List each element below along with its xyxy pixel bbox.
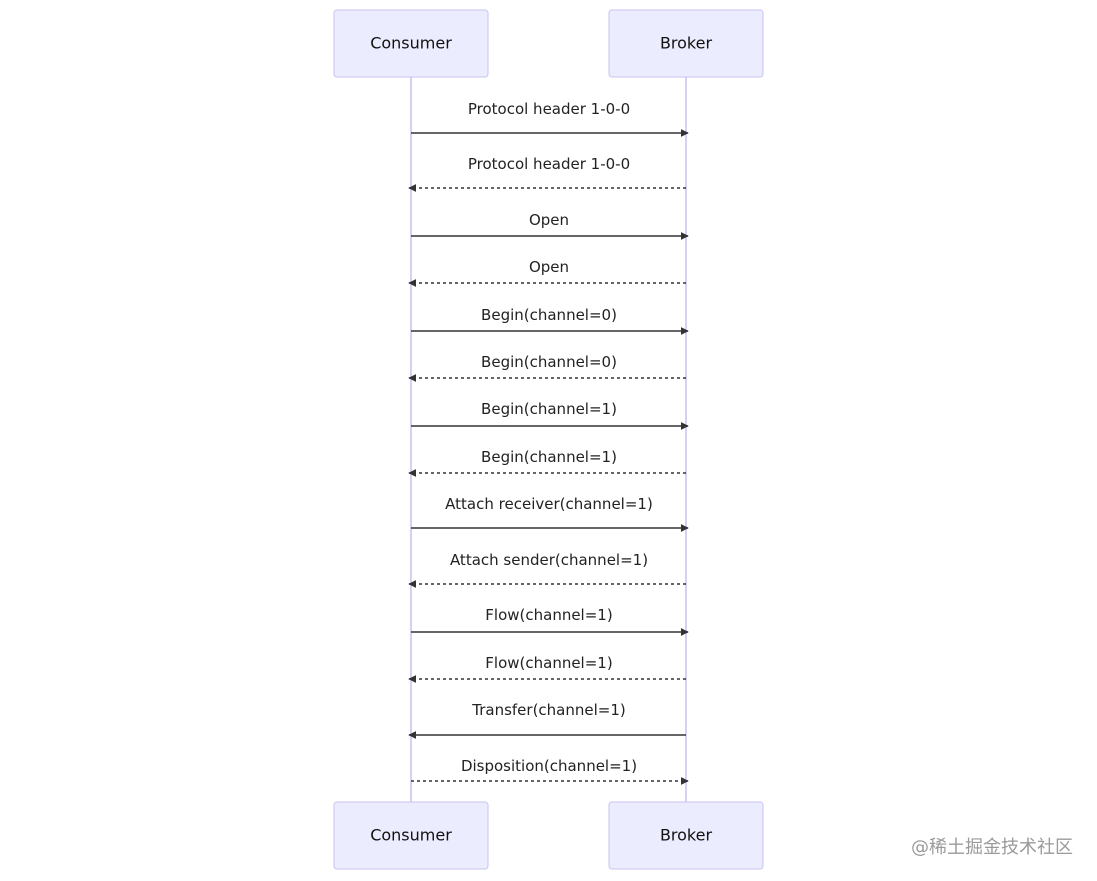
message-label: Flow(channel=1)	[485, 654, 612, 672]
message-label: Open	[529, 211, 569, 229]
consumer-actor-top: Consumer	[333, 9, 489, 78]
message-label: Attach receiver(channel=1)	[445, 495, 653, 513]
message-label: Attach sender(channel=1)	[450, 551, 648, 569]
broker-actor-top-label: Broker	[660, 34, 713, 53]
message-9: Attach receiver(channel=1)	[411, 495, 689, 532]
message-label: Begin(channel=0)	[481, 306, 617, 324]
message-14: Disposition(channel=1)	[411, 757, 689, 785]
message-label: Begin(channel=1)	[481, 448, 617, 466]
message-label: Flow(channel=1)	[485, 606, 612, 624]
message-7: Begin(channel=1)	[411, 400, 689, 430]
broker-actor-bottom-label: Broker	[660, 826, 713, 845]
message-3: Open	[411, 211, 689, 240]
message-1: Protocol header 1-0-0	[411, 100, 689, 137]
message-label: Disposition(channel=1)	[461, 757, 637, 775]
message-label: Begin(channel=1)	[481, 400, 617, 418]
message-label: Transfer(channel=1)	[471, 701, 626, 719]
consumer-actor-bottom: Consumer	[333, 801, 489, 870]
watermark: @稀土掘金技术社区	[911, 837, 1073, 858]
message-10: Attach sender(channel=1)	[408, 551, 686, 588]
message-12: Flow(channel=1)	[408, 654, 686, 683]
message-label: Begin(channel=0)	[481, 353, 617, 371]
message-label: Open	[529, 258, 569, 276]
broker-actor-bottom: Broker	[608, 801, 764, 870]
message-13: Transfer(channel=1)	[408, 701, 686, 739]
message-2: Protocol header 1-0-0	[408, 155, 686, 192]
message-5: Begin(channel=0)	[411, 306, 689, 335]
message-label: Protocol header 1-0-0	[468, 100, 630, 118]
message-4: Open	[408, 258, 686, 287]
message-label: Protocol header 1-0-0	[468, 155, 630, 173]
message-6: Begin(channel=0)	[408, 353, 686, 382]
message-8: Begin(channel=1)	[408, 448, 686, 477]
broker-actor-top: Broker	[608, 9, 764, 78]
consumer-actor-bottom-label: Consumer	[370, 826, 452, 845]
message-11: Flow(channel=1)	[411, 606, 689, 636]
consumer-actor-top-label: Consumer	[370, 34, 452, 53]
